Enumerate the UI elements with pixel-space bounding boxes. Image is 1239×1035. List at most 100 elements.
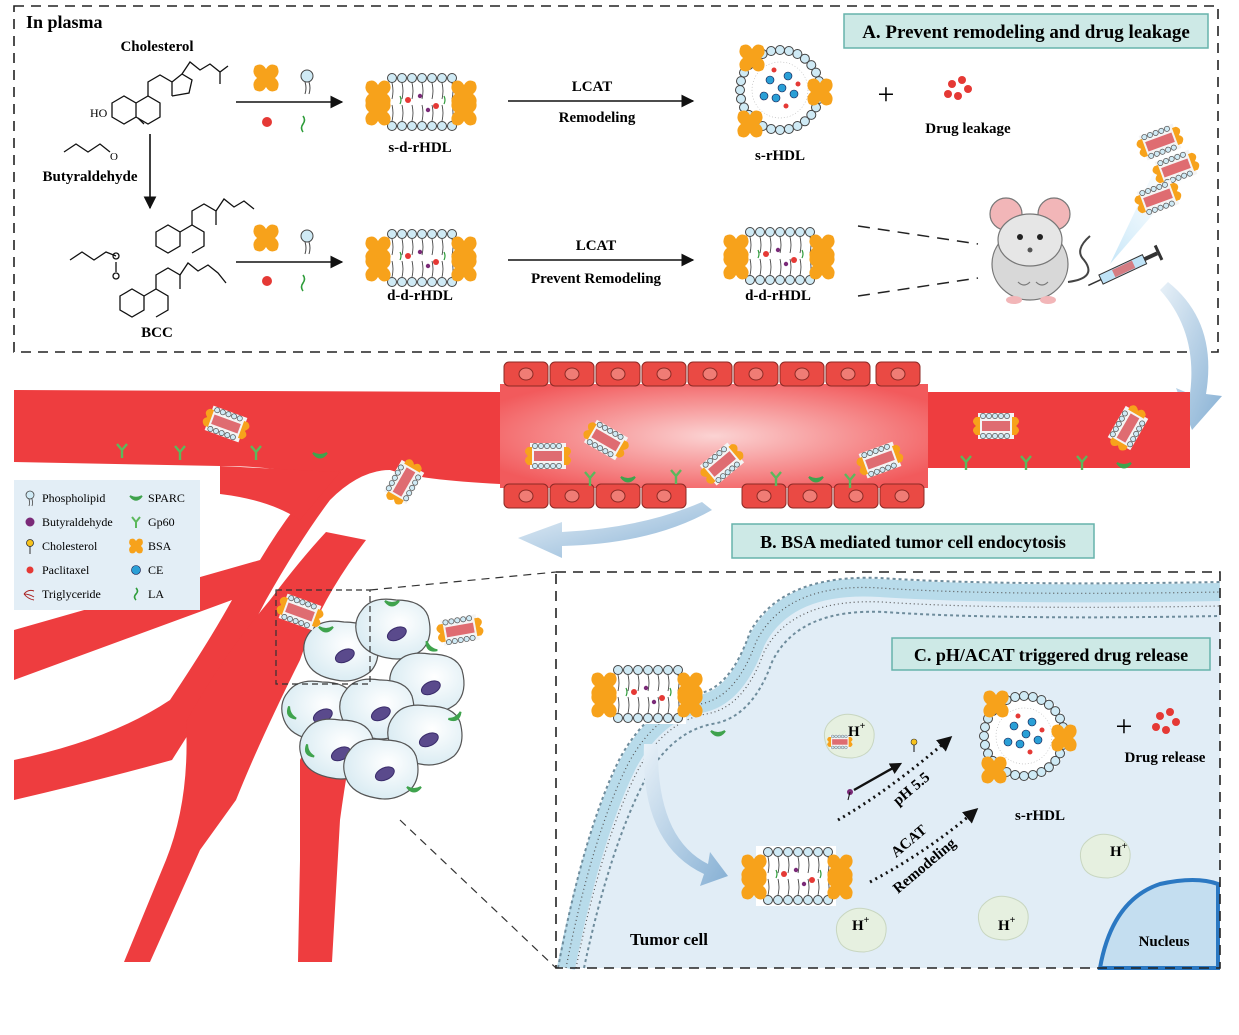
- bsa-reagent-icon: [253, 64, 279, 92]
- panel-c-s-rhdl-label: s-rHDL: [1015, 808, 1065, 824]
- phospholipid-reagent-icon-2: [300, 229, 314, 255]
- cholesterol-icon: [26, 539, 34, 554]
- panel-a-frame: [13, 5, 1219, 353]
- hydrolysis-arrow: [847, 738, 918, 801]
- cholesterol-label: Cholesterol: [120, 39, 193, 55]
- drug-release-icon: [1152, 708, 1180, 734]
- d-d-rhdl-result-label: d-d-rHDL: [745, 288, 811, 304]
- s-rhdl-particle: [736, 45, 833, 138]
- legend-item: CE: [131, 563, 163, 577]
- panel-c-frame: [555, 571, 1221, 969]
- la-reagent-icon: [300, 115, 306, 133]
- sparc-icon: [129, 495, 143, 501]
- vessel-particle: [972, 412, 1020, 440]
- butyraldehyde-label: Butyraldehyde: [42, 169, 137, 185]
- legend-label: Gp60: [148, 515, 175, 529]
- mouse-icon: [989, 197, 1091, 304]
- d-d-rhdl-label: d-d-rHDL: [387, 288, 453, 304]
- legend-item: Cholesterol: [26, 539, 98, 554]
- vessel-particle: [524, 442, 572, 470]
- svg-text:H+: H+: [1110, 841, 1128, 860]
- la-reagent-icon-2: [300, 274, 306, 292]
- phospholipid-icon: [25, 490, 35, 507]
- d-d-rhdl-result-particle: [723, 226, 834, 286]
- s-d-rhdl-particle: [365, 72, 476, 132]
- cholesterol-structure-icon: [111, 61, 229, 125]
- la-icon: [133, 587, 139, 601]
- endothelial-top-row: [503, 361, 921, 387]
- endocytosis-flow-arrow: [518, 502, 712, 558]
- injection-flow-arrow: [1160, 282, 1222, 430]
- phospholipid-reagent-icon: [300, 69, 314, 95]
- legend-label: LA: [148, 587, 164, 601]
- endothelial-cell: [741, 483, 787, 509]
- legend-item: SPARC: [129, 491, 185, 505]
- svg-text:H+: H+: [852, 915, 870, 934]
- panel-a-title: A. Prevent remodeling and drug leakage: [862, 22, 1190, 43]
- legend-item: LA: [133, 587, 164, 601]
- d-d-rhdl-particle: [365, 228, 476, 288]
- bsa-icon: [129, 538, 143, 554]
- legend-label: Cholesterol: [42, 539, 98, 553]
- sparc-protein: [422, 640, 439, 655]
- legend-item: Gp60: [131, 515, 175, 529]
- legend-item: Butyraldehyde: [25, 515, 113, 529]
- row1-process-label: Remodeling: [559, 110, 636, 126]
- endothelial-cell: [879, 483, 925, 509]
- legend-label: SPARC: [148, 491, 185, 505]
- panel-a-title-box: [843, 13, 1209, 49]
- butyraldehyde-icon: [25, 517, 35, 527]
- endothelial-cell: [787, 483, 833, 509]
- endothelial-cell: [503, 361, 549, 387]
- ce-icon: [131, 565, 141, 575]
- panel-c-plus: +: [1116, 710, 1133, 743]
- zoom-box: [275, 589, 371, 685]
- ph-release-arrow: [837, 736, 953, 822]
- legend-label: Paclitaxel: [42, 563, 90, 577]
- legend: Phospholipid SPARC Butyraldehyde Gp60Choles…: [23, 490, 185, 601]
- paclitaxel-reagent-icon: [262, 117, 272, 127]
- svg-text:H+: H+: [848, 721, 866, 740]
- legend-item: Paclitaxel: [26, 563, 90, 577]
- bsa-reagent-icon-2: [253, 224, 279, 252]
- legend-item: Phospholipid: [25, 490, 105, 507]
- tumor-cell: [343, 738, 419, 800]
- legend-item: Triglyceride: [23, 587, 101, 601]
- legend-label: BSA: [148, 539, 172, 553]
- panel-b-title: B. BSA mediated tumor cell endocytosis: [760, 532, 1066, 552]
- s-rhdl-label: s-rHDL: [755, 148, 805, 164]
- nucleus-label: Nucleus: [1139, 934, 1190, 950]
- bcc-label: BCC: [141, 325, 173, 341]
- panel-b-title-box: [731, 523, 1095, 559]
- endothelial-cell: [825, 361, 871, 387]
- row1-plus: +: [878, 78, 895, 111]
- acat-remodeling-arrow: [869, 808, 979, 884]
- legend-label: CE: [148, 563, 163, 577]
- triglyceride-icon: [23, 589, 35, 601]
- endothelial-cell: [875, 361, 921, 387]
- drug-release-label: Drug release: [1125, 750, 1206, 766]
- s-d-rhdl-label: s-d-rHDL: [388, 140, 451, 156]
- endothelial-cell: [641, 483, 687, 509]
- legend-label: Butyraldehyde: [42, 515, 113, 529]
- row2-process-label: Prevent Remodeling: [531, 271, 662, 287]
- endothelial-cell: [687, 361, 733, 387]
- ho-label: HO: [90, 106, 108, 120]
- legend-item: BSA: [129, 538, 172, 554]
- tumor-cell-label: Tumor cell: [630, 930, 708, 949]
- nucleus: [1097, 878, 1220, 970]
- legend-label: Phospholipid: [42, 491, 105, 505]
- panel-c-title-box: [891, 637, 1211, 671]
- endothelial-cell: [833, 483, 879, 509]
- endothelial-cell: [733, 361, 779, 387]
- butyraldehyde-structure-icon: [63, 143, 111, 153]
- endothelial-cell: [549, 483, 595, 509]
- paclitaxel-icon: [26, 566, 34, 574]
- endothelial-cell: [641, 361, 687, 387]
- blood-vessel: [14, 390, 500, 800]
- paclitaxel-reagent-icon-2: [262, 276, 272, 286]
- drug-leakage-icon: [944, 76, 972, 100]
- endothelial-cell: [549, 361, 595, 387]
- bcc-structure-icon: [69, 198, 255, 318]
